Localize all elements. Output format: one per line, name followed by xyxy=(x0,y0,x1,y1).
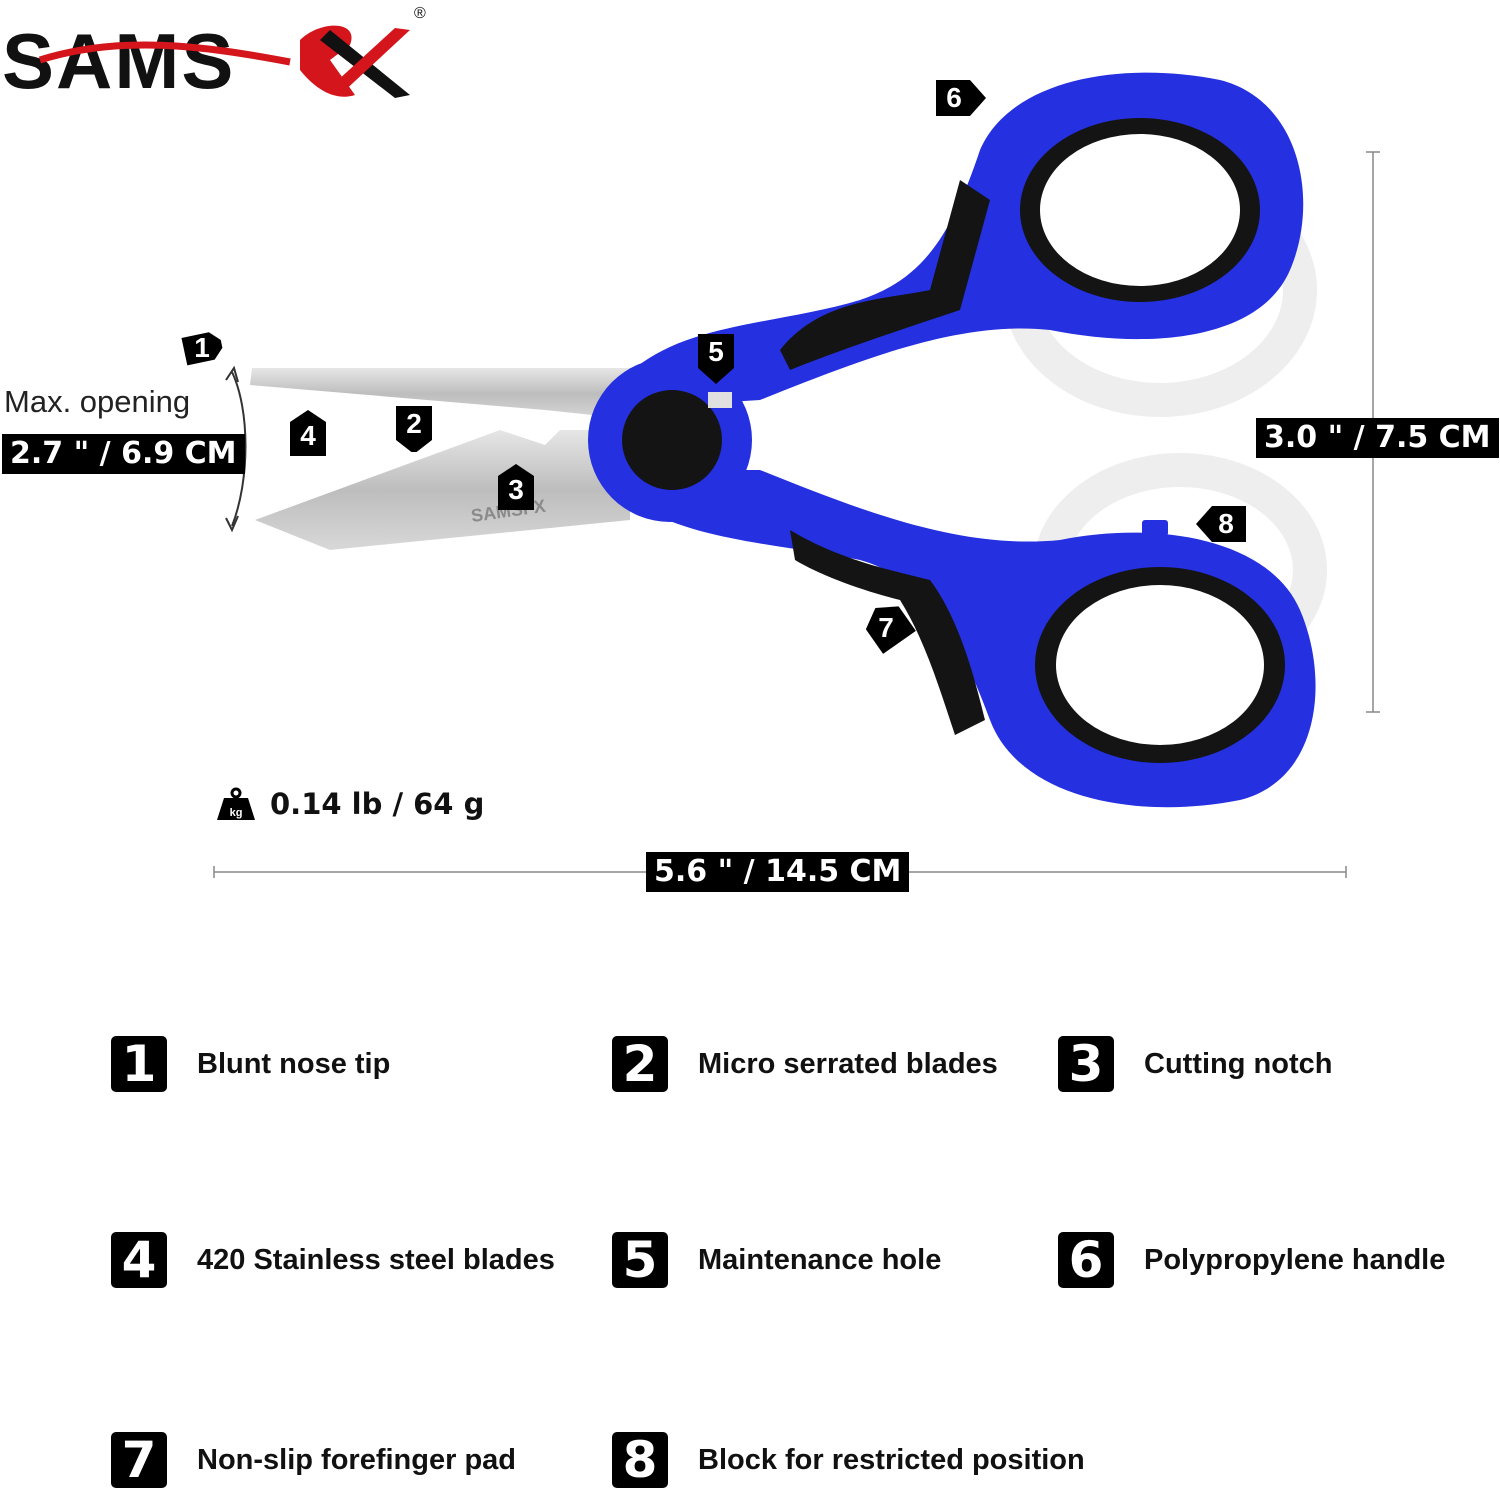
feature-label: Blunt nose tip xyxy=(197,1047,391,1080)
feature-label: Micro serrated blades xyxy=(698,1047,998,1080)
non-slip-forefinger-pad xyxy=(790,530,985,735)
feature-number-badge: 5 xyxy=(612,1232,668,1288)
feature-item: 5 Maintenance hole xyxy=(612,1230,941,1290)
feature-item: 1 Blunt nose tip xyxy=(111,1034,390,1094)
weight-info: kg 0.14 lb / 64 g xyxy=(216,784,484,824)
opening-arc xyxy=(231,371,247,527)
feature-item: 6 Polypropylene handle xyxy=(1058,1230,1445,1290)
feature-number-badge: 2 xyxy=(612,1036,668,1092)
maintenance-hole xyxy=(708,392,732,408)
pivot-screw xyxy=(622,390,722,490)
opening-arrow-bottom xyxy=(225,515,239,533)
feature-number-badge: 1 xyxy=(111,1036,167,1092)
opening-arrow-top xyxy=(225,365,239,383)
upper-blade xyxy=(250,368,640,420)
brand-logo: SAMS ® xyxy=(2,5,426,105)
scissors-illustration: SAMSFX xyxy=(213,72,1380,878)
callout-tag-8: 8 xyxy=(1196,504,1246,544)
feature-item: 8 Block for restricted position xyxy=(612,1430,1085,1490)
upper-finger-hole xyxy=(1040,134,1240,286)
feature-label: 420 Stainless steel blades xyxy=(197,1243,555,1276)
callout-tag-4: 4 xyxy=(288,410,328,456)
feature-label: Block for restricted position xyxy=(698,1443,1085,1476)
feature-label: Non-slip forefinger pad xyxy=(197,1443,516,1476)
svg-text:kg: kg xyxy=(230,807,243,819)
lower-blade xyxy=(255,430,630,550)
feature-item: 3 Cutting notch xyxy=(1058,1034,1332,1094)
restriction-block xyxy=(1142,520,1168,536)
logo-swoosh-line xyxy=(38,41,291,66)
feature-label: Polypropylene handle xyxy=(1144,1243,1446,1276)
max-opening-value: 2.7 " / 6.9 CM xyxy=(2,434,245,474)
feature-item: 7 Non-slip forefinger pad xyxy=(111,1430,516,1490)
feature-number-badge: 8 xyxy=(612,1432,668,1488)
registered-mark: ® xyxy=(414,5,426,22)
height-value: 3.0 " / 7.5 CM xyxy=(1256,418,1499,458)
feature-number-badge: 3 xyxy=(1058,1036,1114,1092)
feature-label: Cutting notch xyxy=(1144,1047,1333,1080)
callout-tag-7: 7 xyxy=(865,604,916,654)
callout-tag-5: 5 xyxy=(696,332,736,384)
callout-tag-3: 3 xyxy=(496,464,536,510)
feature-label: Maintenance hole xyxy=(698,1243,942,1276)
logo-x-stroke-red xyxy=(325,28,410,95)
max-opening-caption: Max. opening xyxy=(4,384,191,419)
weight-icon: kg xyxy=(217,787,255,820)
callout-tag-2: 2 xyxy=(394,404,434,452)
weight-value: 0.14 lb / 64 g xyxy=(270,787,485,821)
feature-number-badge: 4 xyxy=(111,1232,167,1288)
callout-tag-6: 6 xyxy=(934,78,986,118)
lower-finger-hole xyxy=(1056,585,1264,745)
callout-tag-1: 1 xyxy=(181,328,226,368)
feature-item: 2 Micro serrated blades xyxy=(612,1034,998,1094)
feature-number-badge: 6 xyxy=(1058,1232,1114,1288)
upper-grip-pad xyxy=(780,180,990,370)
feature-item: 4 420 Stainless steel blades xyxy=(111,1230,555,1290)
length-value: 5.6 " / 14.5 CM xyxy=(646,852,910,892)
feature-number-badge: 7 xyxy=(111,1432,167,1488)
